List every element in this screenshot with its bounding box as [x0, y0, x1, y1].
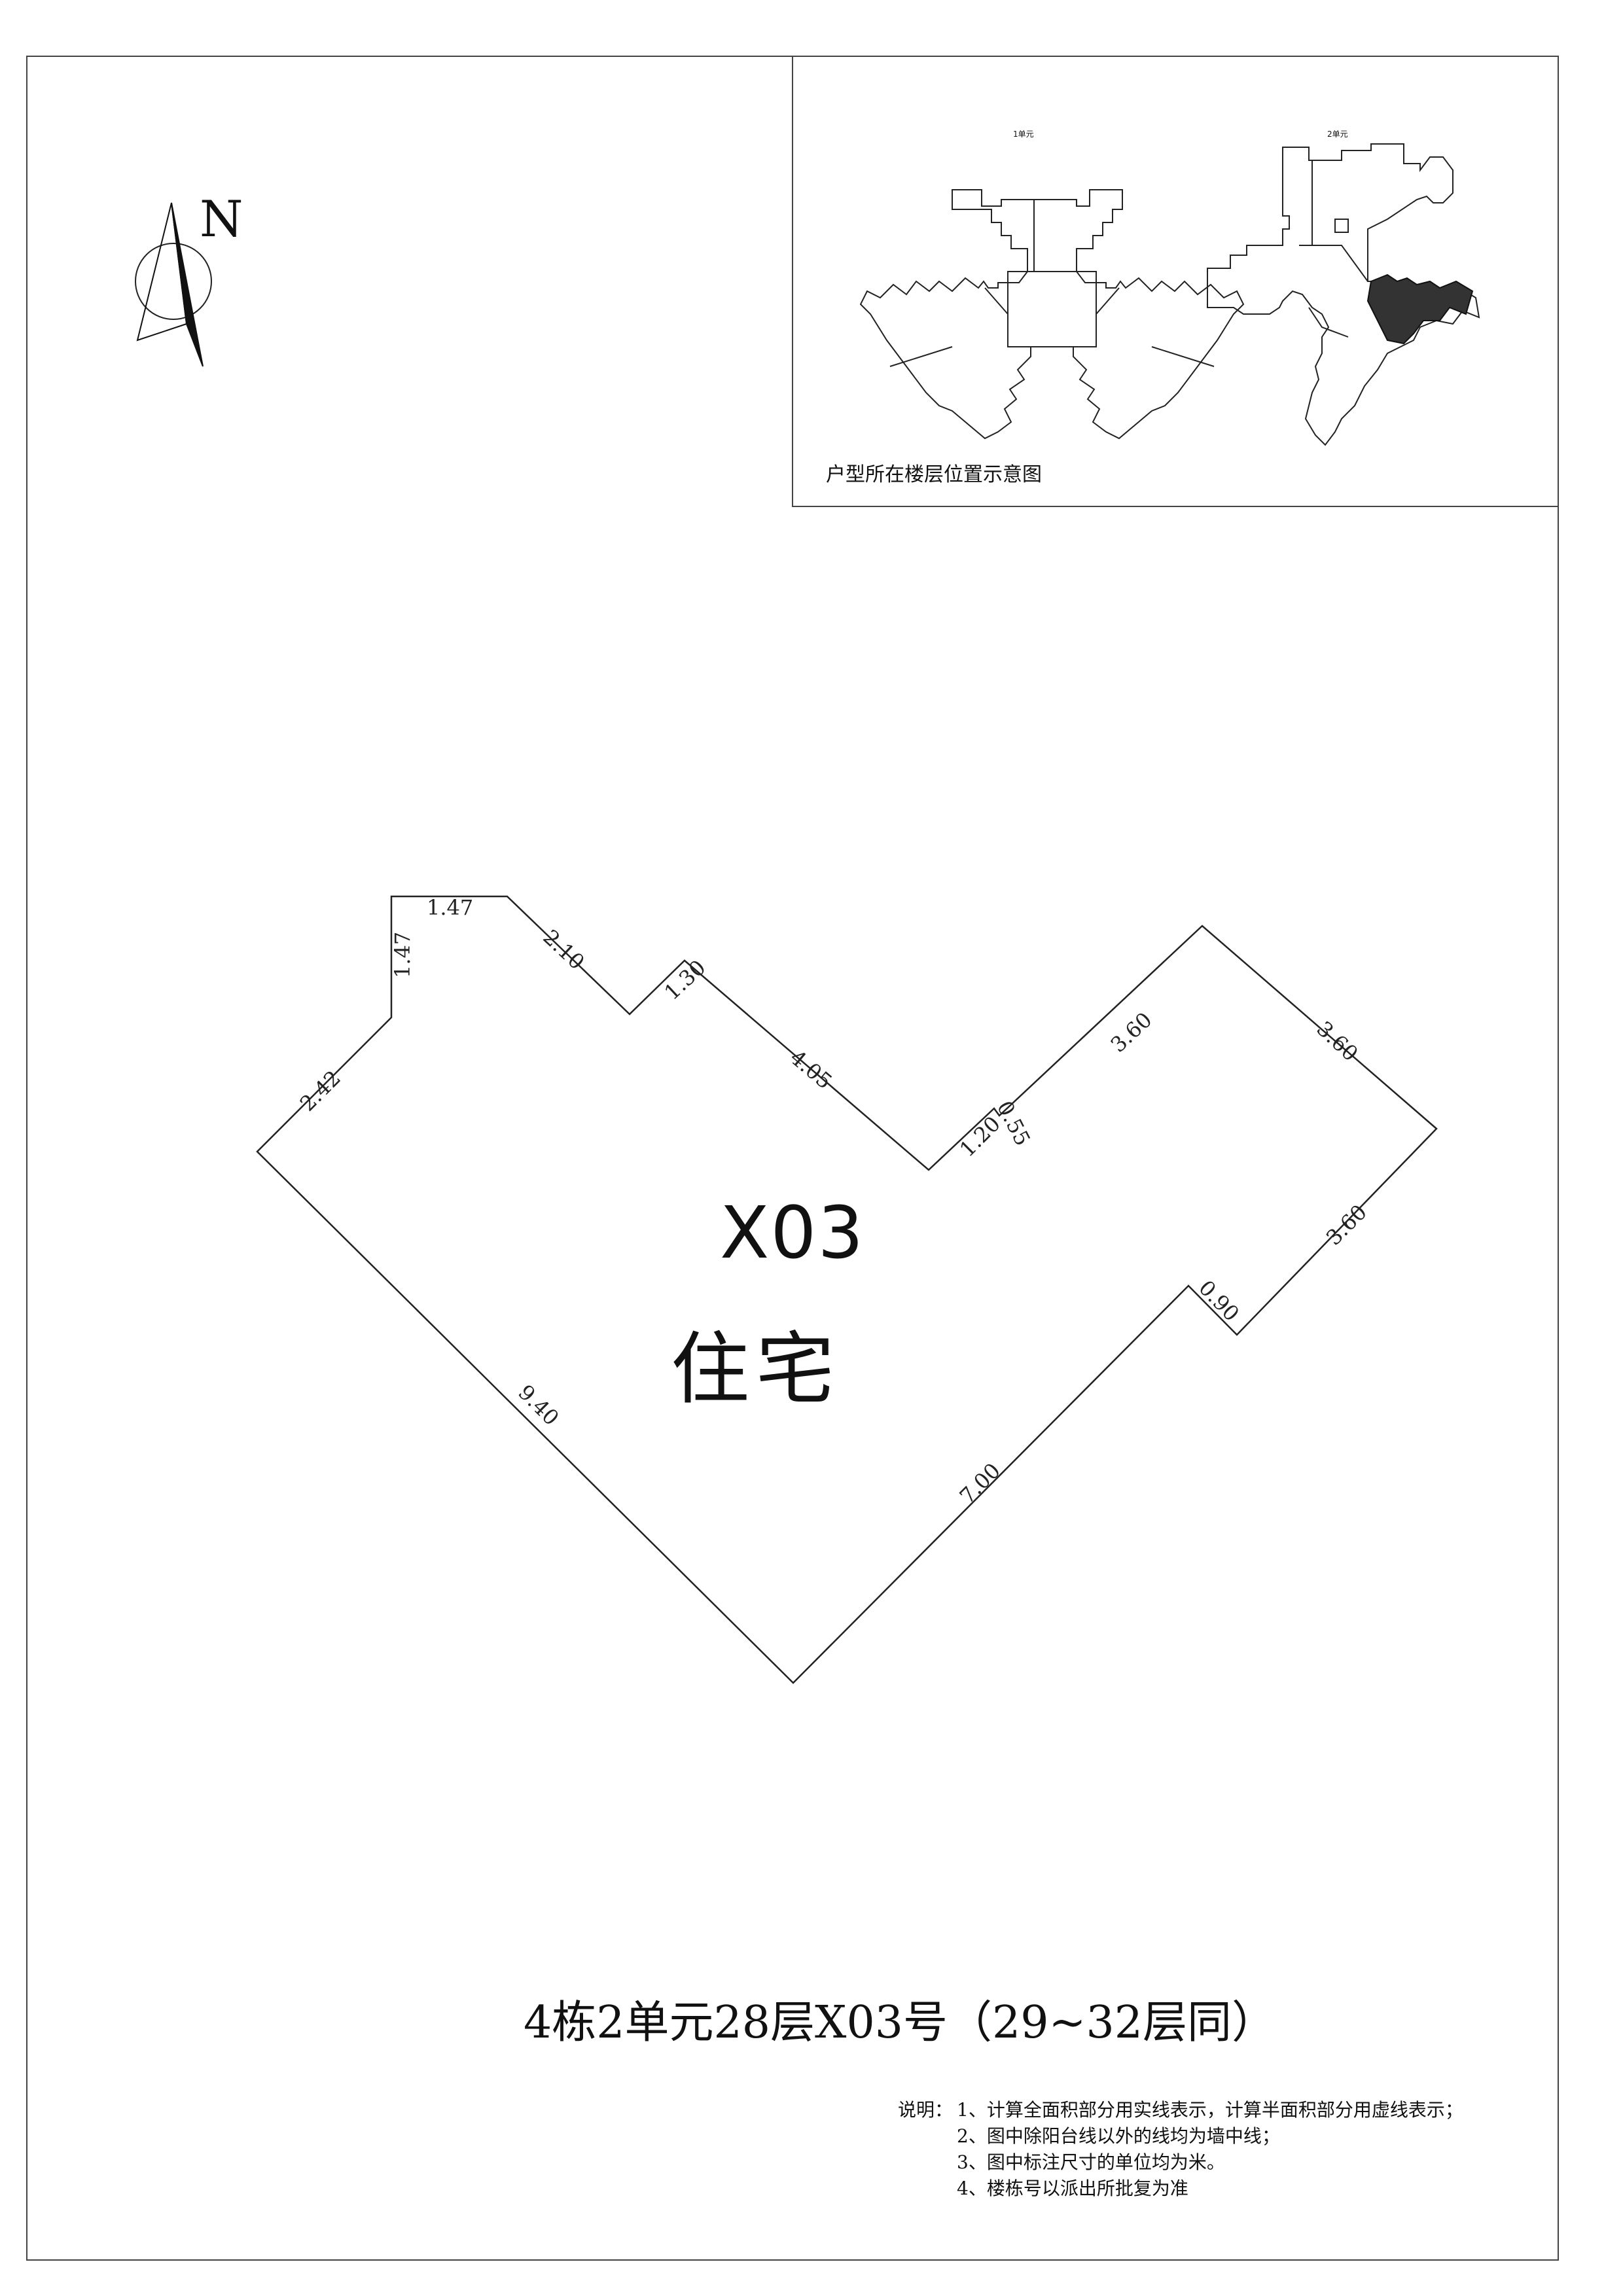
- locator-inset: [792, 56, 1559, 507]
- dim-label: 7.00: [955, 1458, 1005, 1508]
- note-row: 2、图中除阳台线以外的线均为墙中线；: [898, 2123, 1463, 2149]
- highlighted-unit: [1366, 274, 1474, 345]
- dim-label: 2.42: [295, 1065, 346, 1116]
- unit1-label: 1单元: [1013, 130, 1034, 139]
- room-use: 住宅: [671, 1324, 841, 1415]
- note-item: 1、计算全面积部分用实线表示，计算半面积部分用虚线表示；: [957, 2099, 1463, 2121]
- dim-label: 1.47: [390, 932, 415, 978]
- dim-label: 1.47: [427, 895, 473, 920]
- dim-label: 3.60: [1106, 1007, 1157, 1057]
- notes: 说明：1、计算全面积部分用实线表示，计算半面积部分用虚线表示； 2、图中除阳台线…: [898, 2097, 1463, 2202]
- note-item: 2、图中除阳台线以外的线均为墙中线；: [957, 2125, 1280, 2147]
- unit2-label: 2单元: [1327, 130, 1348, 139]
- note-row: 说明：1、计算全面积部分用实线表示，计算半面积部分用虚线表示；: [898, 2097, 1463, 2123]
- page-title: 4栋2单元28层X03号（29~32层同）: [524, 1997, 1277, 2049]
- note-item: 4、楼栋号以派出所批复为准: [957, 2178, 1188, 2199]
- north-label: N: [200, 190, 243, 248]
- north-arrow-icon: [135, 202, 212, 367]
- dim-label: 9.40: [513, 1380, 563, 1430]
- unit-outline: [256, 895, 1438, 1684]
- dim-label: 3.60: [1321, 1199, 1372, 1250]
- dim-label: 4.05: [785, 1045, 837, 1094]
- note-row: 3、图中标注尺寸的单位均为米。: [898, 2149, 1463, 2176]
- room-code: X03: [720, 1191, 865, 1275]
- note-row: 4、楼栋号以派出所批复为准: [898, 2176, 1463, 2202]
- dim-label: 1.30: [660, 955, 711, 1004]
- unit1-sketch: [859, 189, 1245, 440]
- notes-lead: 说明：: [898, 2099, 954, 2121]
- unit2-sketch: [1207, 143, 1480, 446]
- note-item: 3、图中标注尺寸的单位均为米。: [957, 2151, 1225, 2173]
- dim-label: 0.90: [1194, 1275, 1244, 1326]
- locator-caption: 户型所在楼层位置示意图: [826, 463, 1042, 486]
